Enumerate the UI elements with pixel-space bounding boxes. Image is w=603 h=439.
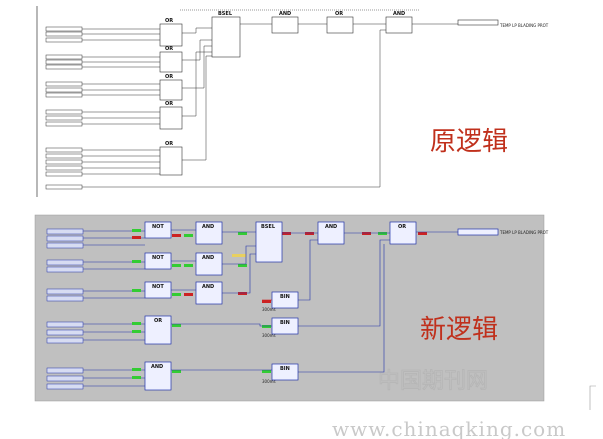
original-or-labels: OR OR OR OR OR [165,18,173,147]
svg-text:TEMP LP BLADING PROT: TEMP LP BLADING PROT [499,23,549,28]
svg-text:AND: AND [202,224,214,230]
svg-text:AND: AND [325,224,337,230]
svg-text:BIN: BIN [280,320,290,326]
svg-text:NOT: NOT [152,255,164,261]
svg-text:300ms: 300ms [262,379,276,384]
svg-text:BSEL: BSEL [261,224,276,230]
new-logic-caption: 新逻辑 [420,315,498,345]
svg-text:AND: AND [202,284,214,290]
svg-text:AND: AND [202,255,214,261]
svg-text:BSEL: BSEL [218,11,233,17]
svg-text:AND: AND [151,364,163,370]
new-and-gates [144,221,223,391]
original-input-tags [45,26,83,190]
new-top-row [255,221,499,381]
svg-text:NOT: NOT [152,284,164,290]
original-input-wires [82,28,380,188]
original-logic-panel: OR OR OR OR OR BSEL AND OR AND TEMP LP B… [36,4,580,199]
svg-text:OR: OR [165,101,173,107]
new-wires [171,229,458,373]
svg-text:www.chinaqking.com: www.chinaqking.com [332,417,566,439]
svg-text:OR: OR [165,18,173,24]
svg-text:OR: OR [335,11,343,17]
original-logic-caption: 原逻辑 [430,127,508,157]
original-or-gates [159,23,183,176]
svg-text:OR: OR [165,141,173,147]
new-logic-panel: NOT NOT NOT AND AND AND OR AND [34,214,549,402]
svg-text:中国期刊网: 中国期刊网 [378,369,488,394]
svg-text:300ms: 300ms [262,307,276,312]
svg-text:OR: OR [165,74,173,80]
new-input-tags [46,228,84,390]
svg-text:300ms: 300ms [262,333,276,338]
original-top-row [211,16,499,58]
svg-text:BIN: BIN [280,294,290,300]
svg-text:TEMP LP BLADING PROT: TEMP LP BLADING PROT [499,230,549,235]
svg-text:BIN: BIN [280,366,290,372]
svg-text:AND: AND [393,11,405,17]
watermark: 中国期刊网 www.chinaqking.com [332,369,566,439]
svg-text:OR: OR [398,224,406,230]
new-signal-markers [132,229,427,379]
original-wires [180,9,458,187]
svg-text:OR: OR [165,46,173,52]
svg-text:AND: AND [279,11,291,17]
svg-text:NOT: NOT [152,224,164,230]
svg-text:OR: OR [154,318,162,324]
